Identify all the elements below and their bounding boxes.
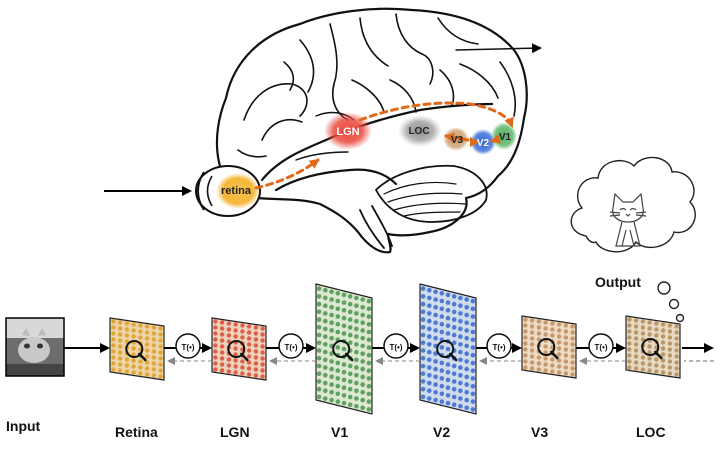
stage-label-input: Input (6, 418, 41, 434)
magnifier-icon (125, 340, 144, 358)
transform-node (588, 333, 614, 359)
label-lgn: LGN (336, 126, 359, 138)
magnifier-icon (537, 338, 556, 356)
transform-node (486, 333, 512, 359)
plane-v1 (315, 283, 373, 415)
magnifier-icon (436, 340, 455, 358)
region-loc (398, 115, 442, 147)
connector-5: T(•) (576, 333, 626, 365)
transform-label: T(•) (389, 343, 402, 352)
transform-label: T(•) (492, 343, 505, 352)
stage-label-retina: Retina (115, 424, 158, 440)
output-label: Output (595, 274, 641, 290)
transform-node (278, 333, 304, 359)
magnifier-icon (641, 338, 660, 356)
magnifier-icon (227, 340, 246, 358)
cat-icon (609, 192, 647, 247)
transform-node (175, 333, 201, 359)
stage-label-lgn: LGN (220, 424, 250, 440)
connector-3: T(•) (372, 333, 420, 365)
connector-4: T(•) (476, 333, 522, 365)
visual-pathway-arrows (254, 101, 514, 190)
brain-regions (216, 112, 517, 209)
label-v2: V2 (477, 138, 490, 149)
transform-label: T(•) (594, 343, 607, 352)
plane-v2 (419, 283, 477, 415)
stage-label-v1: V1 (331, 424, 349, 440)
connector-1: T(•) (164, 333, 212, 365)
stage-label-loc: LOC (636, 424, 666, 440)
plane-lgn (211, 317, 267, 381)
connector-2: T(•) (266, 333, 316, 365)
magnifier-icon (332, 340, 351, 358)
thought-bubble (570, 156, 696, 323)
label-v1: V1 (499, 132, 512, 143)
region-v2 (470, 129, 496, 155)
label-retina: retina (221, 185, 252, 197)
stage-label-v2: V2 (433, 424, 451, 440)
input-image (5, 317, 65, 377)
label-v3: V3 (451, 135, 464, 146)
label-loc: LOC (408, 126, 429, 137)
plane-loc (625, 315, 681, 379)
transform-node (383, 333, 409, 359)
plane-v3 (521, 315, 577, 379)
transform-label: T(•) (284, 343, 297, 352)
layer-planes (109, 283, 681, 415)
transform-label: T(•) (181, 343, 194, 352)
region-retina (216, 173, 260, 209)
layer-connectors: T(•) T(•) T(•) T(•) T(•) (64, 333, 626, 365)
brain-illustration (215, 7, 542, 254)
plane-retina (109, 317, 165, 381)
stage-label-v3: V3 (531, 424, 549, 440)
